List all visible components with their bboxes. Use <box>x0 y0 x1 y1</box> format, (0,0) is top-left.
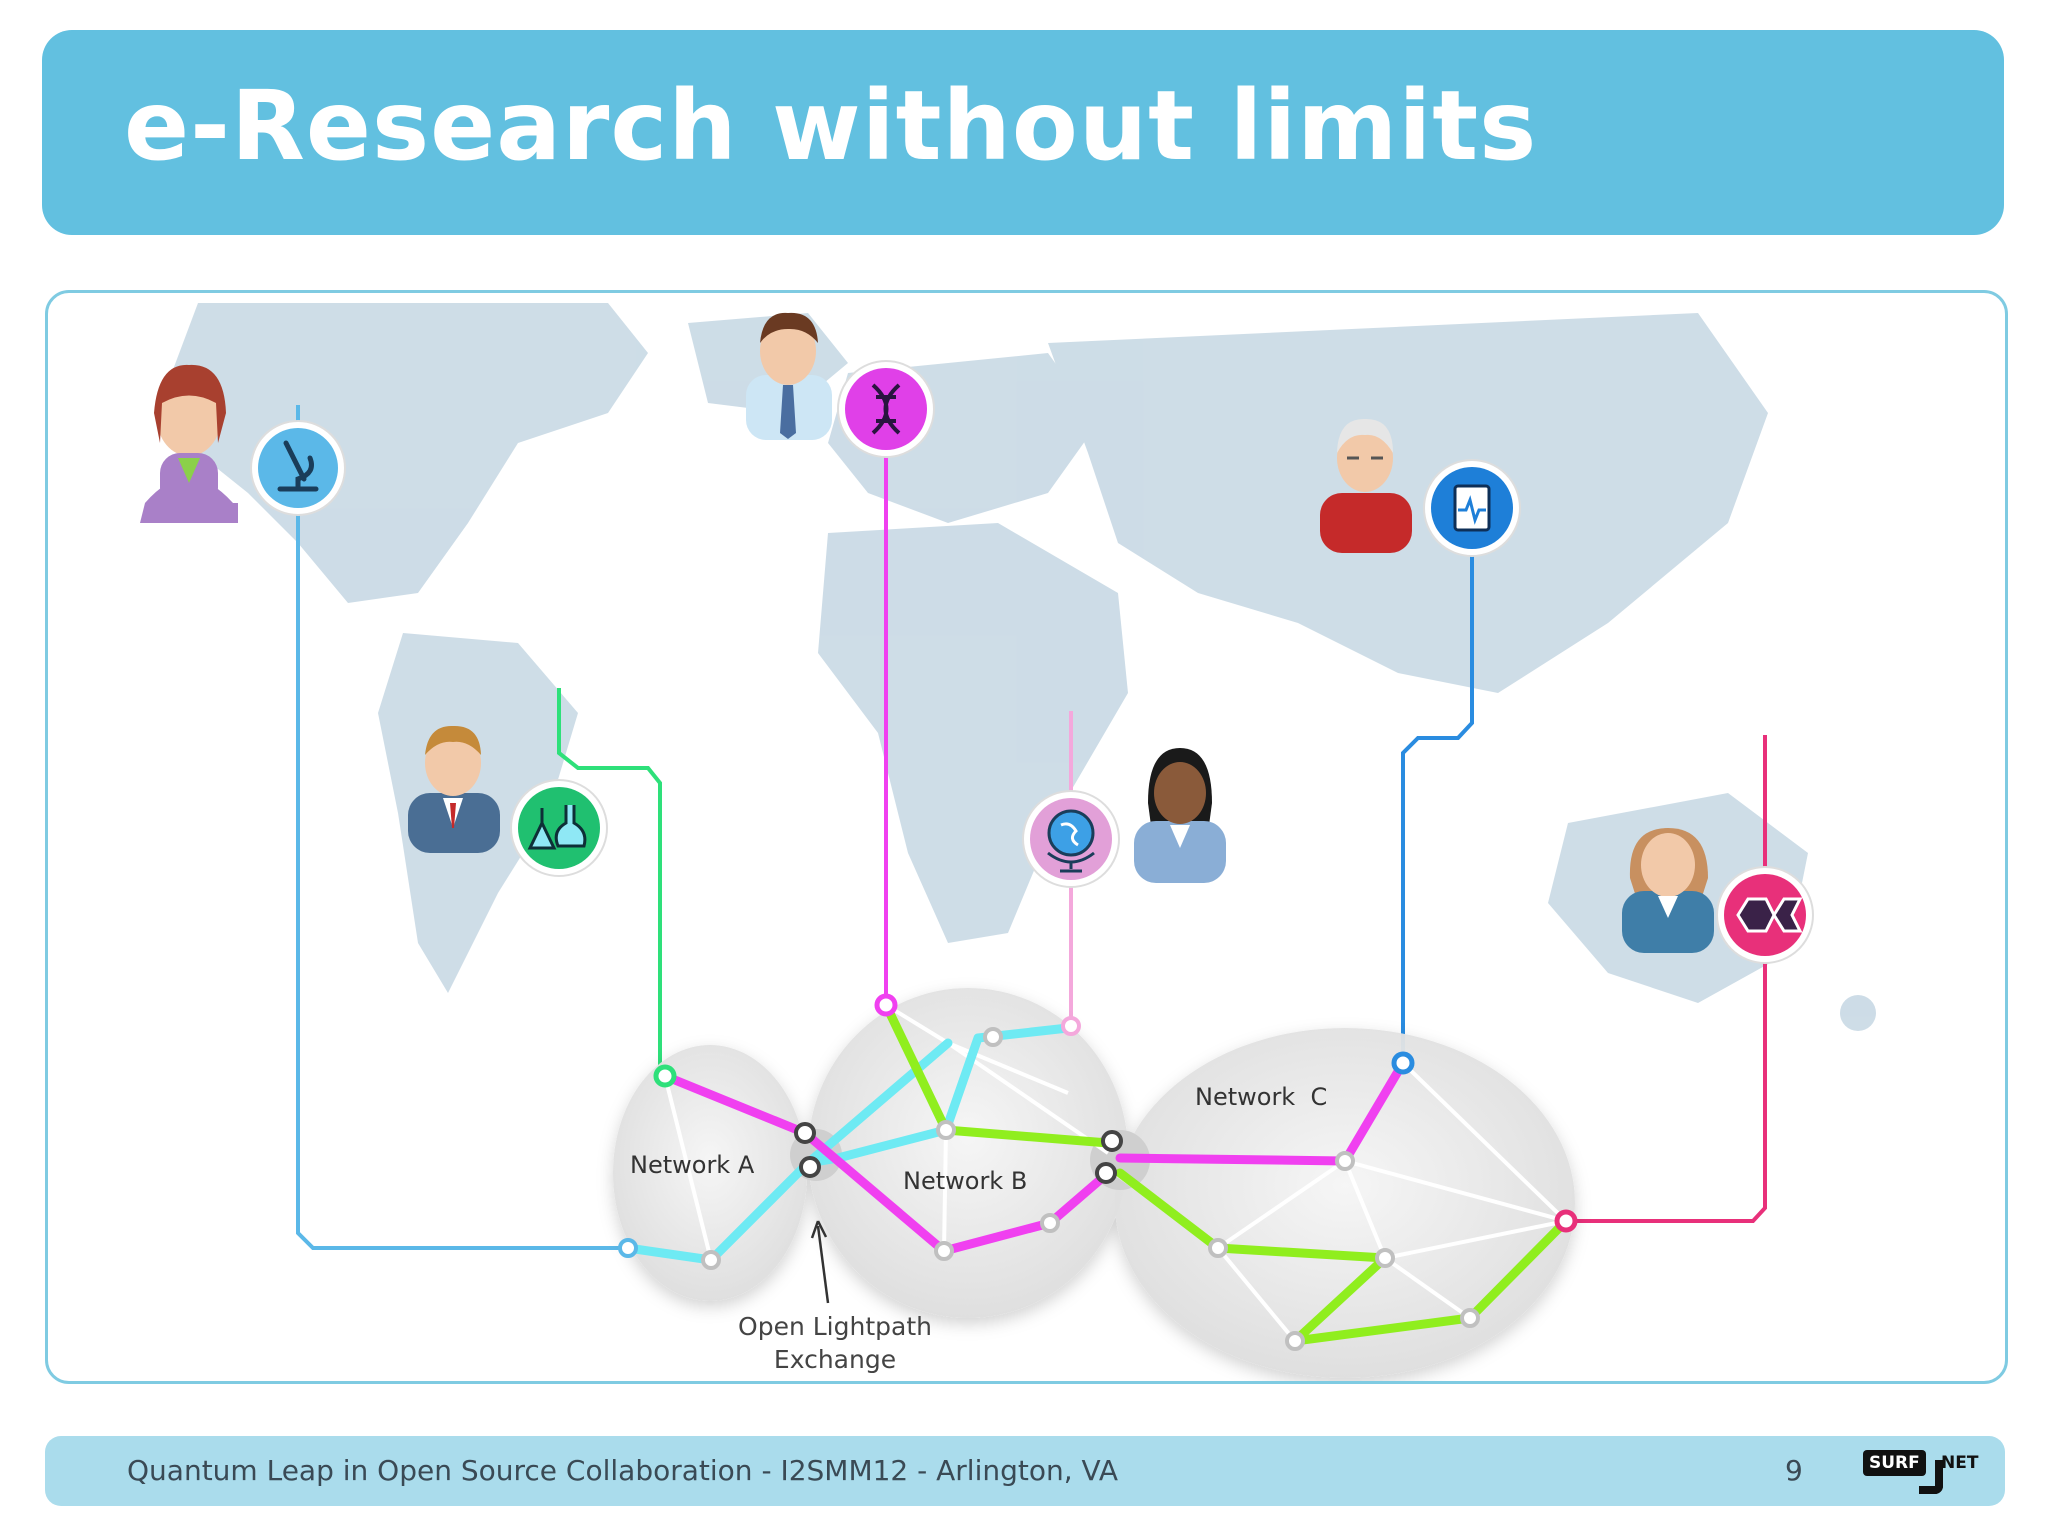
clipboard-heartbeat-icon <box>1423 459 1521 557</box>
link-clipboard <box>1401 468 1474 1063</box>
node <box>701 1250 721 1270</box>
node <box>1460 1308 1480 1328</box>
node <box>874 993 898 1017</box>
exchange-label-line1: Open Lightpath <box>738 1312 932 1341</box>
researcher-woman-blue <box>1622 828 1714 953</box>
node <box>1208 1238 1228 1258</box>
link-molecule <box>1562 735 1767 1223</box>
exchange-label-line2: Exchange <box>774 1345 896 1374</box>
slide-title: e-Research without limits <box>124 70 1538 182</box>
page-number: 9 <box>1785 1454 1803 1487</box>
molecule-icon <box>1716 866 1814 964</box>
node <box>653 1064 677 1088</box>
link-flask <box>557 688 662 1076</box>
map-africa <box>818 523 1128 943</box>
node <box>934 1241 954 1261</box>
node <box>794 1122 816 1144</box>
researcher-woman-dark <box>1134 748 1226 883</box>
network-b-cloud <box>808 988 1128 1318</box>
network-c-label: Network C <box>1195 1083 1327 1111</box>
researcher-man-shirt <box>746 312 832 440</box>
node <box>1285 1331 1305 1351</box>
exchange-arrow <box>816 1225 830 1304</box>
flask-icon <box>510 779 608 877</box>
title-bar: e-Research without limits <box>42 30 2004 235</box>
node <box>1101 1130 1123 1152</box>
node <box>1375 1248 1395 1268</box>
node <box>983 1027 1003 1047</box>
surfnet-logo: SURF NET <box>1863 1446 1993 1496</box>
node <box>799 1156 821 1178</box>
logo-surf-text: SURF <box>1863 1450 1926 1476</box>
researcher-woman-purple <box>140 364 238 523</box>
researcher-old-man-red <box>1320 418 1412 553</box>
network-diagram: Network A Network B Network C Open Light… <box>45 290 2008 1384</box>
network-nodes <box>618 993 1578 1351</box>
footer-caption: Quantum Leap in Open Source Collaboratio… <box>127 1454 1119 1487</box>
diagram-canvas: Network A Network B Network C Open Light… <box>140 303 1876 1378</box>
exchange-arrowhead <box>810 1220 828 1239</box>
dna-icon <box>837 360 935 458</box>
logo-net-text: NET <box>1941 1453 1979 1473</box>
node <box>618 1238 638 1258</box>
globe-icon <box>1022 790 1120 888</box>
network-internal-links <box>663 1003 1568 1343</box>
researcher-man-suit <box>408 725 500 853</box>
footer-bar: Quantum Leap in Open Source Collaboratio… <box>45 1436 2005 1506</box>
network-b-label: Network B <box>903 1167 1027 1195</box>
logo-hook-shape <box>1919 1460 1943 1494</box>
node <box>1554 1209 1578 1233</box>
network-a-cloud <box>613 1045 807 1301</box>
node <box>1391 1051 1415 1075</box>
microscope-icon <box>250 420 346 516</box>
node <box>1040 1213 1060 1233</box>
node <box>1335 1151 1355 1171</box>
node <box>936 1120 956 1140</box>
network-clouds <box>613 988 1575 1378</box>
world-map <box>168 303 1876 1031</box>
network-a-label: Network A <box>630 1151 755 1179</box>
map-north-america <box>168 303 648 603</box>
node <box>1095 1162 1117 1184</box>
node <box>1061 1016 1081 1036</box>
link-microscope <box>296 405 628 1250</box>
